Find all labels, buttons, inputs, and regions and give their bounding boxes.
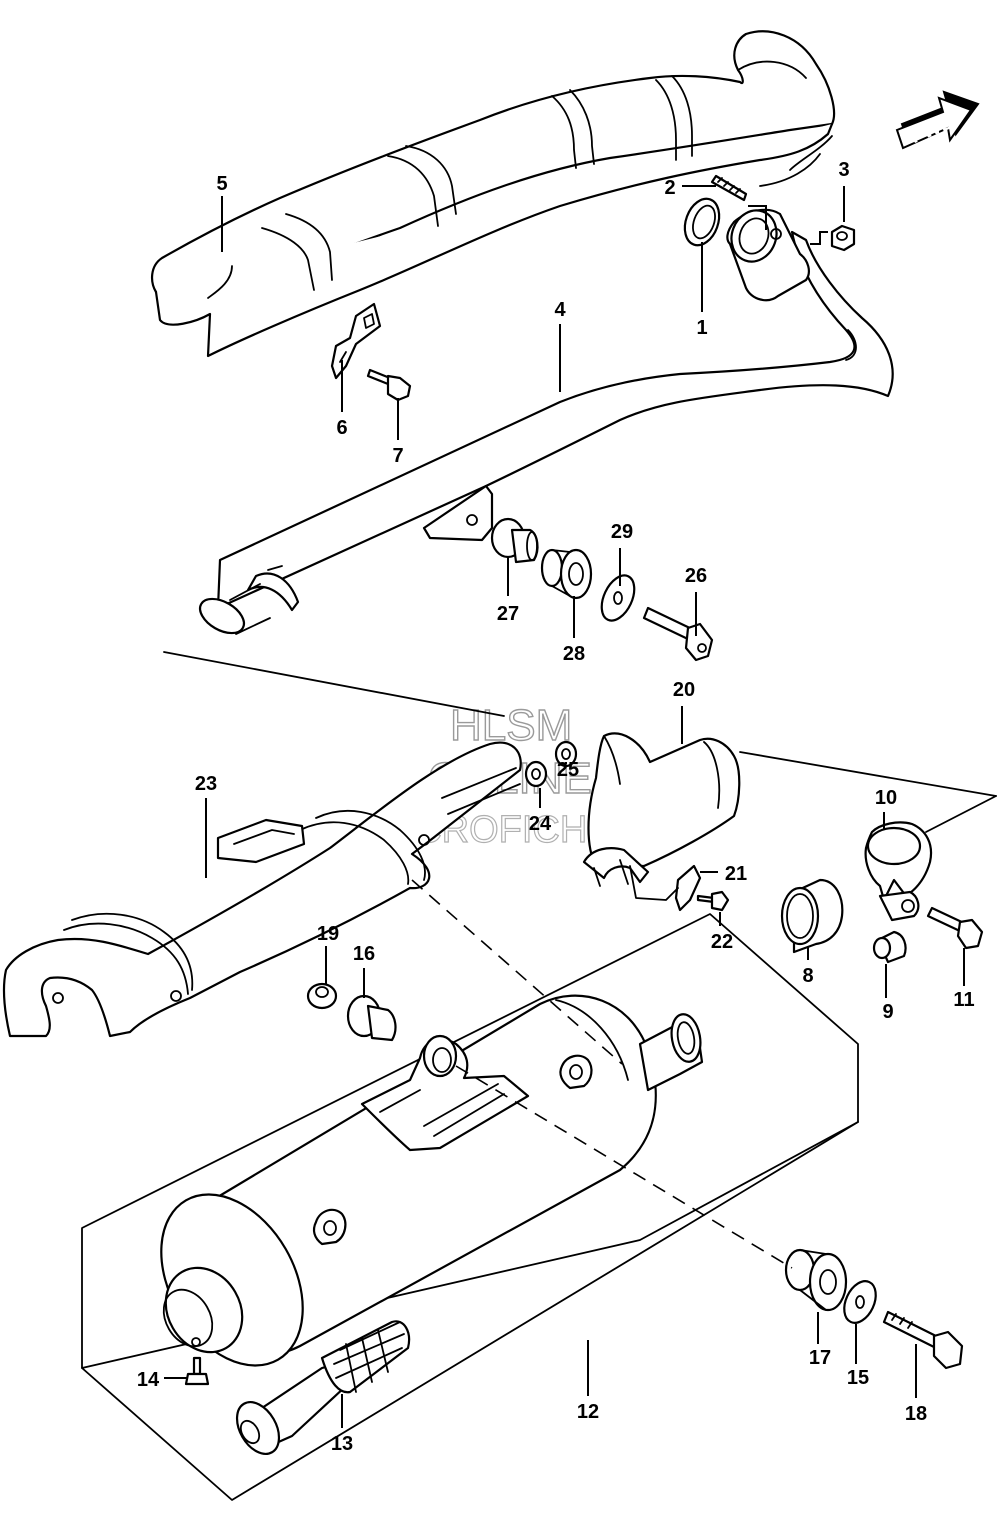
fwd-arrow-icon: FWD bbox=[895, 90, 980, 150]
washer bbox=[600, 574, 636, 622]
collar bbox=[490, 517, 539, 564]
callout-16: 16 bbox=[353, 943, 375, 965]
callout-2: 2 bbox=[664, 177, 675, 199]
heat-shield-upper bbox=[150, 30, 836, 358]
pipe-clamp bbox=[864, 821, 933, 922]
callout-1: 1 bbox=[696, 317, 707, 339]
callout-23: 23 bbox=[195, 773, 217, 795]
stud-bolt bbox=[710, 174, 748, 202]
callout-24: 24 bbox=[529, 813, 552, 835]
callout-9: 9 bbox=[882, 1001, 893, 1023]
shield-nut bbox=[306, 982, 338, 1010]
callout-15: 15 bbox=[847, 1367, 869, 1389]
spark-arrester bbox=[235, 1320, 411, 1455]
drain-screw bbox=[184, 1356, 210, 1386]
bolt bbox=[366, 368, 412, 402]
rubber-bushing bbox=[540, 548, 593, 600]
watermark-line1: HLSM bbox=[450, 701, 572, 750]
callout-8: 8 bbox=[802, 965, 813, 987]
callout-11: 11 bbox=[953, 989, 974, 1011]
callout-6: 6 bbox=[336, 417, 347, 439]
callout-14: 14 bbox=[137, 1369, 160, 1391]
screw bbox=[696, 890, 730, 912]
joint-cover bbox=[582, 732, 741, 887]
clamp-bolt bbox=[926, 906, 984, 950]
callout-27: 27 bbox=[497, 603, 519, 625]
small-nut bbox=[554, 740, 578, 768]
callout-5: 5 bbox=[216, 173, 227, 195]
callout-28: 28 bbox=[563, 643, 585, 665]
muffler-bolt bbox=[882, 1310, 964, 1370]
callout-20: 20 bbox=[673, 679, 695, 701]
muffler-assembly-box bbox=[81, 913, 859, 1501]
flange-bolt bbox=[642, 606, 714, 662]
callout-25: 25 bbox=[557, 759, 579, 781]
grommet bbox=[524, 760, 548, 788]
callout-12: 12 bbox=[577, 1401, 599, 1423]
clamp-plate bbox=[629, 864, 702, 912]
muffler-bushing bbox=[784, 1248, 848, 1312]
callout-26: 26 bbox=[685, 565, 707, 587]
muffler-heat-shield bbox=[2, 741, 522, 1038]
callout-22: 22 bbox=[711, 931, 733, 953]
callout-13: 13 bbox=[331, 1433, 353, 1455]
muffler bbox=[160, 994, 704, 1367]
spacer bbox=[872, 930, 907, 964]
nut bbox=[830, 224, 856, 252]
callout-19: 19 bbox=[317, 923, 339, 945]
callout-labels: 1 2 3 4 5 6 7 8 9 10 11 12 13 14 15 16 1… bbox=[137, 159, 975, 1455]
callout-18: 18 bbox=[905, 1403, 927, 1425]
callout-7: 7 bbox=[392, 445, 403, 467]
callout-10: 10 bbox=[875, 787, 897, 809]
callout-17: 17 bbox=[809, 1347, 831, 1369]
callout-3: 3 bbox=[838, 159, 849, 181]
gasket bbox=[683, 197, 721, 247]
shield-collar bbox=[346, 994, 397, 1042]
leader-lines bbox=[164, 185, 965, 1428]
callout-29: 29 bbox=[611, 521, 633, 543]
mounting-bracket bbox=[330, 302, 382, 380]
callout-21: 21 bbox=[725, 863, 747, 885]
pipe-sleeve bbox=[780, 878, 844, 954]
callout-4: 4 bbox=[554, 299, 566, 321]
muffler-washer bbox=[843, 1280, 877, 1324]
